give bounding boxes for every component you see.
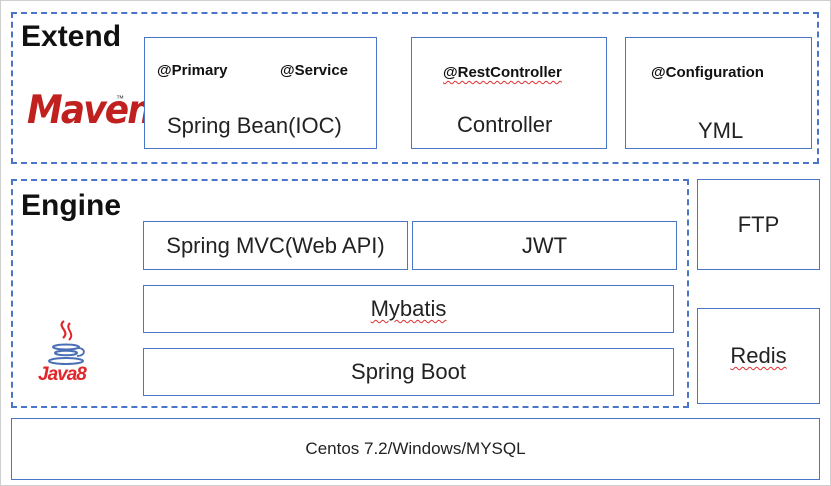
spring-bean-label: Spring Bean(IOC): [167, 113, 342, 138]
engine-title: Engine: [21, 189, 122, 222]
extend-section: [11, 12, 819, 164]
spring-boot-box: Spring Boot: [143, 348, 674, 396]
jwt-label: JWT: [521, 232, 568, 258]
engine-section: [11, 179, 689, 408]
spring-bean-box: @Primary @Service Spring Bean(IOC): [144, 37, 377, 149]
java-logo: Java8: [34, 318, 104, 390]
configuration-box: @Configuration YML: [625, 37, 812, 149]
controller-box: @RestController Controller: [411, 37, 607, 149]
yml-label: YML: [698, 118, 744, 143]
spring-mvc-box: Spring MVC(Web API): [143, 221, 408, 270]
redis-label: Redis: [730, 343, 787, 368]
extend-title: Extend: [21, 20, 122, 53]
java-logo-text: Java8: [38, 364, 87, 385]
spring-mvc-label: Spring MVC(Web API): [166, 232, 385, 258]
java-cup-icon: [48, 320, 85, 365]
configuration-annotation: @Configuration: [651, 64, 764, 81]
ftp-box: FTP: [697, 179, 820, 270]
rest-controller-annotation: @RestController: [443, 64, 562, 81]
service-annotation: @Service: [280, 62, 349, 79]
jwt-box: JWT: [412, 221, 677, 270]
platform-box: Centos 7.2/Windows/MYSQL: [11, 418, 820, 480]
maven-logo-text: Maven: [27, 88, 153, 133]
maven-logo: Maven ™: [27, 88, 153, 138]
controller-label: Controller: [457, 112, 553, 137]
redis-box: Redis: [697, 308, 820, 404]
platform-label: Centos 7.2/Windows/MYSQL: [305, 439, 526, 458]
primary-annotation: @Primary: [157, 62, 228, 79]
spring-boot-label: Spring Boot: [351, 359, 466, 384]
maven-logo-tm: ™: [116, 94, 124, 103]
ftp-label: FTP: [737, 211, 780, 237]
mybatis-label: Mybatis: [370, 296, 447, 321]
mybatis-box: Mybatis: [143, 285, 674, 333]
